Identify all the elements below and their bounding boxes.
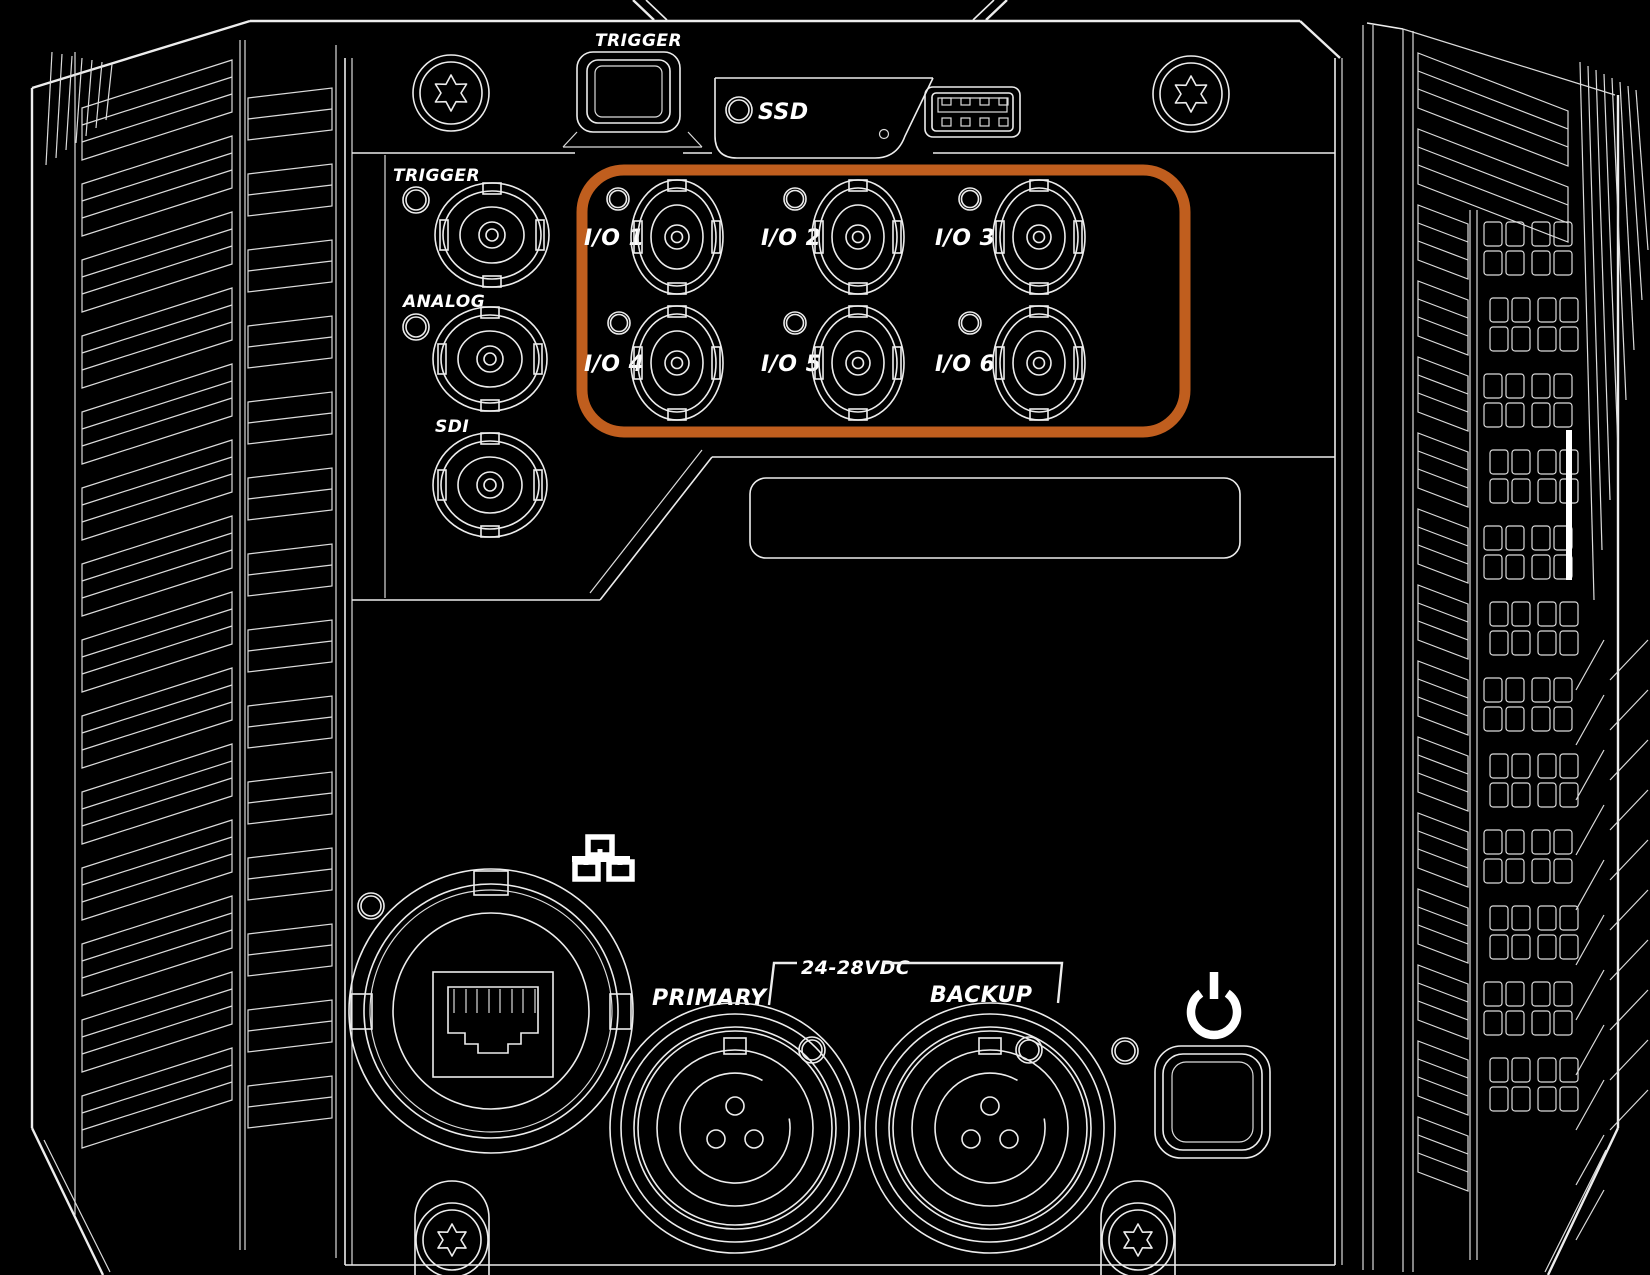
analog-bnc-connector xyxy=(432,306,548,412)
top-strip: TRIGGER SSD xyxy=(412,31,1230,159)
io1-led xyxy=(606,187,630,211)
trigger-button-label: TRIGGER xyxy=(595,31,682,51)
top-mount-protrusion xyxy=(632,0,1008,21)
io-section: I/O 1 I/O 2 I/O 3 I/O 4 I/O 5 I/O 6 xyxy=(576,164,1191,438)
hatch-lines xyxy=(1575,639,1649,1241)
io2-label: I/O 2 xyxy=(761,226,821,251)
analog-led xyxy=(402,313,430,341)
backup-power-connector xyxy=(864,1002,1116,1254)
rj45-jack[interactable] xyxy=(432,971,554,1078)
io3-bnc-connector xyxy=(992,179,1086,295)
trigger-led xyxy=(402,186,430,214)
io3-label: I/O 3 xyxy=(935,226,995,251)
ethernet-led xyxy=(357,892,385,920)
right-heatsink-and-pin-block xyxy=(1362,25,1649,1272)
voltage-bracket-right xyxy=(883,961,1064,1004)
analog-port-label: ANALOG xyxy=(401,292,485,312)
ssd-indicator-recess: SSD xyxy=(714,77,934,159)
io-highlight-box xyxy=(576,164,1191,438)
io4-label: I/O 4 xyxy=(584,352,644,377)
reset-pinhole xyxy=(878,128,890,140)
io4-led xyxy=(607,311,631,335)
io2-led xyxy=(783,187,807,211)
io1-label: I/O 1 xyxy=(584,226,644,251)
trigger-bnc-connector xyxy=(434,182,550,288)
ethernet-connector xyxy=(348,834,635,1154)
voltage-bracket-left xyxy=(767,961,797,1006)
blank-plate xyxy=(749,477,1241,559)
primary-power-led xyxy=(798,1036,826,1064)
usb-a-port-icon[interactable] xyxy=(924,86,1021,138)
io5-bnc-connector xyxy=(811,305,905,421)
io5-label: I/O 5 xyxy=(761,352,821,377)
io6-bnc-connector xyxy=(992,305,1086,421)
fin-tip-cluster-top-right xyxy=(1579,61,1649,601)
ssd-label: SSD xyxy=(758,100,809,125)
trigger-button[interactable] xyxy=(562,51,703,148)
backup-label: BACKUP xyxy=(930,983,1033,1008)
io1-bnc-connector xyxy=(630,179,724,295)
ssd-led xyxy=(725,96,753,124)
io6-led xyxy=(958,311,982,335)
io6-label: I/O 6 xyxy=(935,352,995,377)
center-panel-frame xyxy=(344,58,1343,1266)
io3-led xyxy=(958,187,982,211)
left-bnc-column: TRIGGER ANALOG SDI xyxy=(393,166,550,538)
trigger-port-label: TRIGGER xyxy=(393,166,480,186)
terminal-pin-block xyxy=(1483,221,1579,1112)
io2-bnc-connector xyxy=(811,179,905,295)
io4-bnc-connector xyxy=(630,305,724,421)
left-heatsink-fins xyxy=(45,40,337,1258)
torx-screw-icon xyxy=(412,54,490,132)
fin-tip-cluster-top-left xyxy=(45,51,113,166)
sdi-bnc-connector xyxy=(432,432,548,538)
body-outline xyxy=(30,0,1620,1275)
primary-label: PRIMARY xyxy=(652,986,768,1011)
lan-icon xyxy=(572,834,635,882)
backup-power-led xyxy=(1015,1036,1043,1064)
power-button[interactable] xyxy=(1154,1045,1271,1159)
power-led xyxy=(1111,1037,1139,1065)
power-icon xyxy=(1186,972,1242,1040)
power-input-section: PRIMARY 24-28VDC BACKUP xyxy=(609,957,1116,1254)
bottom-screws xyxy=(414,1180,1176,1275)
torx-screw-icon xyxy=(1152,55,1230,133)
sdi-port-label: SDI xyxy=(435,417,469,437)
voltage-label: 24-28VDC xyxy=(801,957,910,979)
primary-power-connector xyxy=(609,1002,861,1254)
io5-led xyxy=(783,311,807,335)
power-button-section xyxy=(1111,972,1271,1159)
